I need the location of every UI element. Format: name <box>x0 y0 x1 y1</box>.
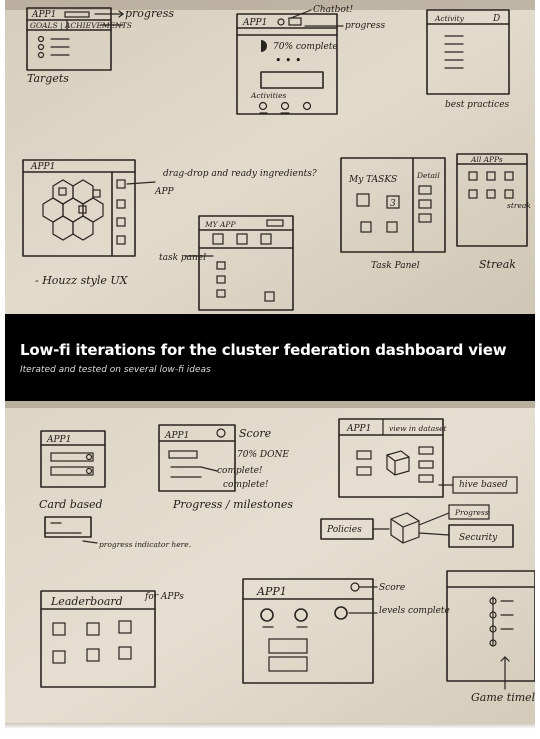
sketch-complete-chatbot: Chatbot! <box>313 5 353 15</box>
sketch-hive-progress: Progress <box>454 508 489 517</box>
sketch-card-note: Card based <box>39 498 103 511</box>
sketch-streak-side: streak <box>507 201 531 210</box>
sketch-levels-score: Score <box>379 583 405 593</box>
caption-subtitle: Iterated and tested on several low-fi id… <box>20 365 211 375</box>
svg-text:D: D <box>492 14 500 24</box>
sketch-levels: APP1 Score levels complete <box>242 578 450 684</box>
svg-text:• • •: • • • <box>275 54 301 67</box>
sketch-houzz: APP1 APP drag-drop and ready ingredients… <box>22 159 317 287</box>
sketch-hive: APP1 view in dataset hive based Policies… <box>320 418 518 548</box>
caption-title: Low-fi iterations for the cluster federa… <box>20 341 507 359</box>
sketch-card-based: APP1 Card based progress indicator here. <box>39 430 191 549</box>
sketch-levels-app: APP1 <box>256 585 287 598</box>
sketch-hive-app: APP1 <box>346 424 371 434</box>
sketch-milestones-app: APP1 <box>164 431 189 441</box>
sketch-tasks: My TASKS Detail 3 Task Panel <box>340 157 446 271</box>
sketch-milestones: APP1 Score 70% DONE complete! complete! … <box>158 424 293 511</box>
sketch-houzz-app: APP1 <box>30 162 55 172</box>
sketch-complete: APP1 Chatbot! progress 70% complete • • … <box>236 5 385 115</box>
sketch-milestones-score: Score <box>239 427 272 440</box>
sketch-card-note2: progress indicator here. <box>99 540 191 549</box>
sketch-drawing-bottom: APP1 Card based progress indicator here.… <box>5 401 535 723</box>
sketch-goals-note-targets: Targets <box>27 72 69 85</box>
sketch-streak-header: All APPs <box>470 155 503 164</box>
sketch-milestones-complete2: complete! <box>223 480 269 490</box>
sketch-activity: Activity D best practices <box>426 9 510 110</box>
sketch-leaderboard-note: for APPs <box>144 592 184 602</box>
sketch-complete-app: APP1 <box>242 18 267 28</box>
sketch-timeline-note: Game timeline <box>471 691 535 704</box>
sketch-drawing-top: APP1 GOALS | ACHIEVEMENTS progress Targe… <box>5 0 535 314</box>
sketch-complete-activities: Activities <box>250 91 287 100</box>
sketch-myapp: MY APP task panel <box>159 215 294 311</box>
sketch-hive-policies: Policies <box>326 525 362 535</box>
sketch-levels-note: levels complete <box>379 606 450 616</box>
sketch-myapp-app: MY APP <box>204 220 236 229</box>
sketch-photo-bottom: APP1 Card based progress indicator here.… <box>5 401 535 723</box>
sketch-houzz-note-app: APP <box>154 187 175 197</box>
sketch-goals: APP1 GOALS | ACHIEVEMENTS progress Targe… <box>26 7 174 85</box>
sketch-activity-note: best practices <box>445 100 510 110</box>
sketch-tasks-header: My TASKS <box>348 175 397 185</box>
sketch-hive-view: view in dataset <box>389 424 448 433</box>
sketch-card-app: APP1 <box>46 435 71 445</box>
sketch-tasks-detail: Detail <box>416 171 440 180</box>
sketch-hive-note: hive based <box>459 480 508 490</box>
sketch-milestones-note: Progress / milestones <box>172 498 293 511</box>
sketch-leaderboard: Leaderboard for APPs <box>40 590 184 688</box>
sketch-complete-percent: 70% complete <box>273 42 338 52</box>
sketch-goals-note-progress: progress <box>125 7 174 20</box>
sketch-hive-security: Security <box>459 533 498 543</box>
sketch-goals-tabs: GOALS | ACHIEVEMENTS <box>30 21 132 30</box>
sketch-myapp-note: task panel <box>159 253 206 263</box>
sketch-milestones-complete1: complete! <box>217 466 263 476</box>
sketch-milestones-done: 70% DONE <box>237 450 289 460</box>
sketch-houzz-note-ux: - Houzz style UX <box>35 274 129 287</box>
sketch-houzz-note-drag: drag-drop and ready ingredients? <box>163 169 317 179</box>
caption-bar: Low-fi iterations for the cluster federa… <box>5 314 535 401</box>
sketch-streak-note: Streak <box>479 258 516 271</box>
sketch-leaderboard-title: Leaderboard <box>50 595 123 608</box>
sketch-activity-app: Activity <box>434 14 465 23</box>
sketch-photo-top: APP1 GOALS | ACHIEVEMENTS progress Targe… <box>5 0 535 314</box>
sketch-tasks-count: 3 <box>390 199 396 209</box>
sketch-streak: All APPs streak Streak <box>456 153 531 271</box>
photo-shadow <box>5 723 535 729</box>
sketch-tasks-note: Task Panel <box>371 261 420 271</box>
sketch-timeline: Game timeline <box>446 570 535 704</box>
sketch-complete-progress: progress <box>345 21 385 31</box>
sketch-goals-app: APP1 <box>31 10 56 20</box>
